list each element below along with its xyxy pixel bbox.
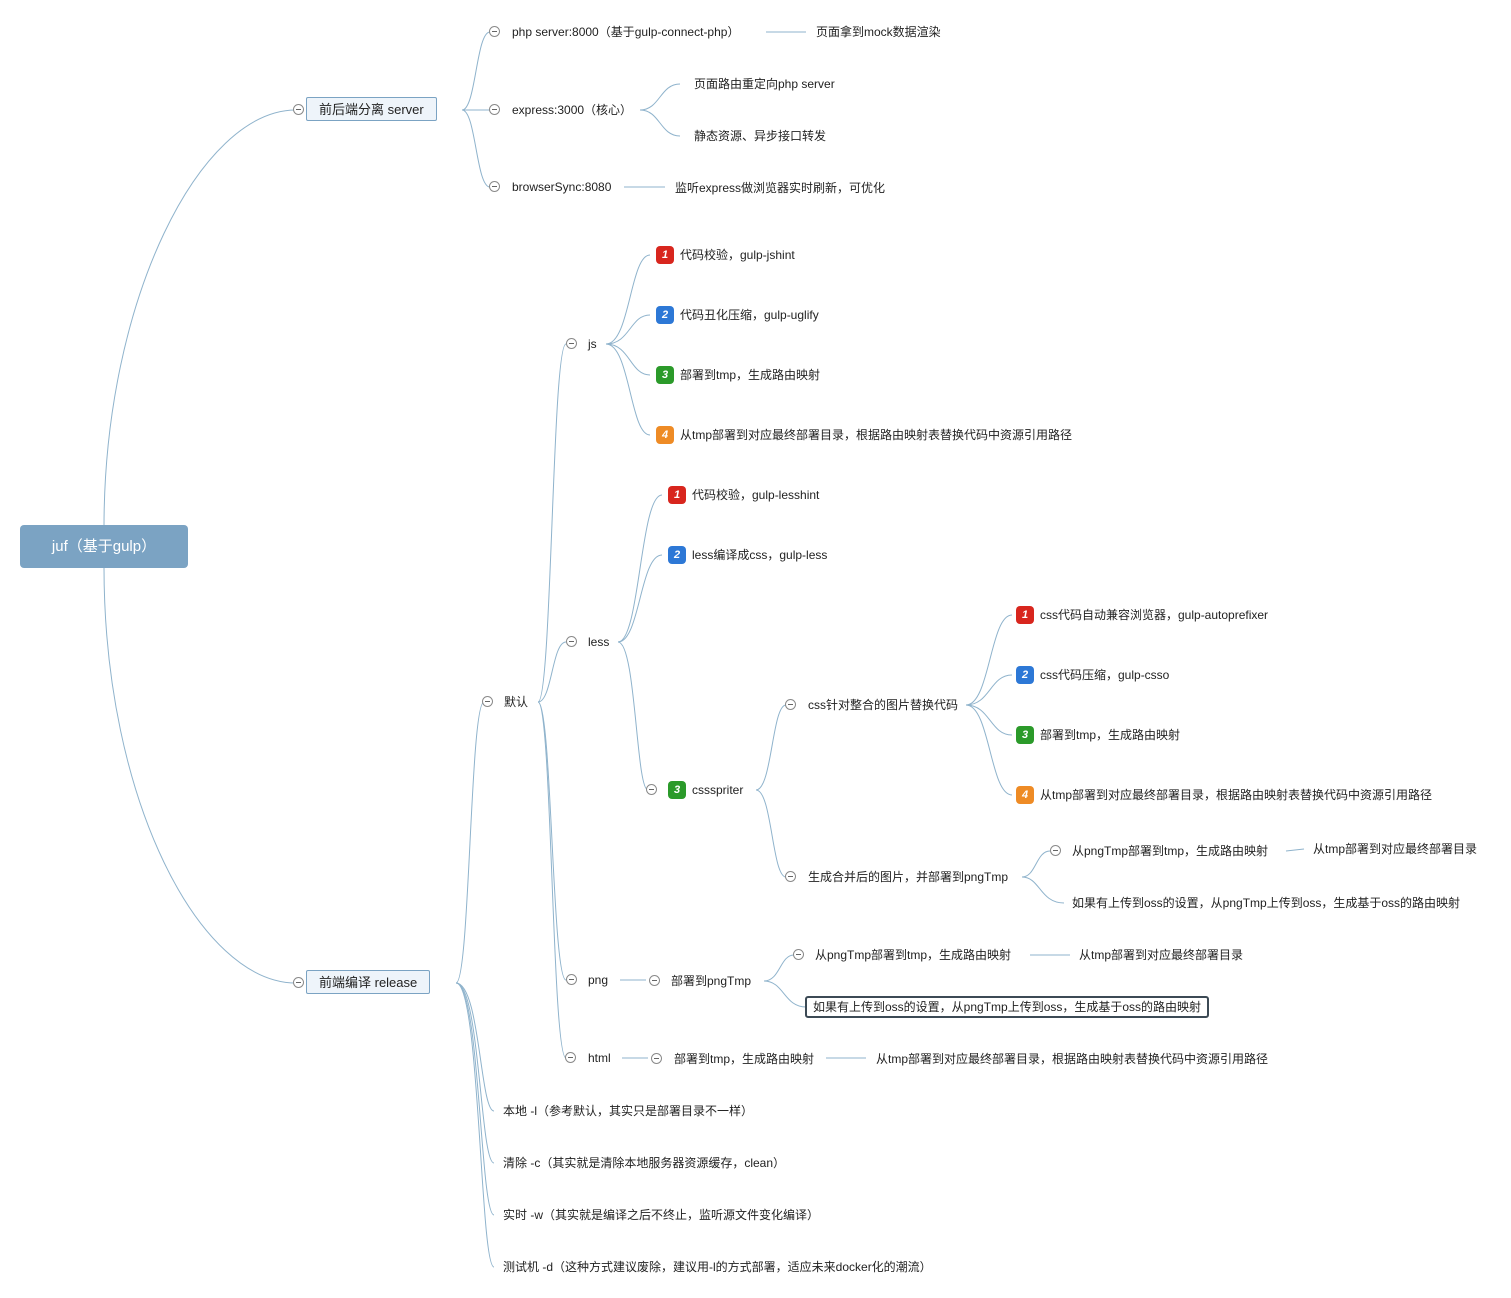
- node-merge-oss[interactable]: 如果有上传到oss的设置，从pngTmp上传到oss，生成基于oss的路由映射: [1072, 896, 1461, 910]
- node-less[interactable]: less: [588, 635, 610, 649]
- node-browsersync[interactable]: browserSync:8080: [512, 180, 612, 194]
- collapse-toggle-icon[interactable]: [482, 696, 493, 707]
- node-php-note[interactable]: 页面拿到mock数据渲染: [816, 25, 941, 39]
- node-merge-image[interactable]: 生成合并后的图片，并部署到pngTmp: [808, 870, 1009, 884]
- node-html-deploy[interactable]: 部署到tmp，生成路由映射: [674, 1052, 815, 1066]
- collapse-toggle-icon[interactable]: [566, 974, 577, 985]
- node-png-oss-selected[interactable]: 如果有上传到oss的设置，从pngTmp上传到oss，生成基于oss的路由映射: [805, 996, 1210, 1018]
- node-merge-tmp[interactable]: 从pngTmp部署到tmp，生成路由映射: [1072, 844, 1269, 858]
- collapse-toggle-icon[interactable]: [651, 1053, 662, 1064]
- collapse-toggle-icon[interactable]: [793, 949, 804, 960]
- collapse-toggle-icon[interactable]: [489, 104, 500, 115]
- priority-2-icon: 2: [668, 546, 686, 564]
- collapse-toggle-icon[interactable]: [1050, 845, 1061, 856]
- priority-3-icon: 3: [656, 366, 674, 384]
- collapse-toggle-icon[interactable]: [293, 104, 304, 115]
- node-local[interactable]: 本地 -l（参考默认，其实只是部署目录不一样）: [503, 1104, 753, 1118]
- node-clean[interactable]: 清除 -c（其实就是清除本地服务器资源缓存，clean）: [503, 1156, 786, 1170]
- node-test[interactable]: 测试机 -d（这种方式建议废除，建议用-l的方式部署，适应未来docker化的潮…: [503, 1260, 932, 1274]
- priority-4-icon: 4: [1016, 786, 1034, 804]
- priority-2-icon: 2: [1016, 666, 1034, 684]
- node-watch[interactable]: 实时 -w（其实就是编译之后不终止，监听源文件变化编译）: [503, 1208, 819, 1222]
- collapse-toggle-icon[interactable]: [566, 338, 577, 349]
- priority-3-icon: 3: [668, 781, 686, 799]
- node-merge-tmp-note[interactable]: 从tmp部署到对应最终部署目录: [1313, 842, 1478, 856]
- node-html[interactable]: html: [588, 1051, 611, 1065]
- node-png-tmp[interactable]: 从pngTmp部署到tmp，生成路由映射: [815, 948, 1012, 962]
- branch-server[interactable]: 前后端分离 server: [306, 97, 437, 121]
- priority-2-icon: 2: [656, 306, 674, 324]
- collapse-toggle-icon[interactable]: [785, 699, 796, 710]
- priority-1-icon: 1: [656, 246, 674, 264]
- node-php-server[interactable]: php server:8000（基于gulp-connect-php）: [512, 25, 740, 39]
- priority-3-icon: 3: [1016, 726, 1034, 744]
- collapse-toggle-icon[interactable]: [649, 975, 660, 986]
- node-html-deploy-note[interactable]: 从tmp部署到对应最终部署目录，根据路由映射表替换代码中资源引用路径: [876, 1052, 1269, 1066]
- collapse-toggle-icon[interactable]: [489, 26, 500, 37]
- node-png-tmp-note[interactable]: 从tmp部署到对应最终部署目录: [1079, 948, 1244, 962]
- priority-4-icon: 4: [656, 426, 674, 444]
- node-browsersync-note[interactable]: 监听express做浏览器实时刷新，可优化: [675, 181, 886, 195]
- collapse-toggle-icon[interactable]: [566, 636, 577, 647]
- node-default[interactable]: 默认: [504, 695, 529, 709]
- node-express-item[interactable]: 页面路由重定向php server: [694, 77, 835, 91]
- node-express-item[interactable]: 静态资源、异步接口转发: [694, 129, 827, 143]
- priority-1-icon: 1: [668, 486, 686, 504]
- node-png[interactable]: png: [588, 973, 609, 987]
- collapse-toggle-icon[interactable]: [489, 181, 500, 192]
- branch-release[interactable]: 前端编译 release: [306, 970, 431, 994]
- collapse-toggle-icon[interactable]: [565, 1052, 576, 1063]
- priority-1-icon: 1: [1016, 606, 1034, 624]
- node-express[interactable]: express:3000（核心）: [512, 103, 633, 117]
- node-png-deploy[interactable]: 部署到pngTmp: [671, 974, 752, 988]
- collapse-toggle-icon[interactable]: [785, 871, 796, 882]
- collapse-toggle-icon[interactable]: [293, 977, 304, 988]
- node-css-replace[interactable]: css针对整合的图片替换代码: [808, 698, 959, 712]
- collapse-toggle-icon[interactable]: [646, 784, 657, 795]
- root-topic[interactable]: juf（基于gulp）: [20, 525, 188, 568]
- node-js[interactable]: js: [588, 337, 597, 351]
